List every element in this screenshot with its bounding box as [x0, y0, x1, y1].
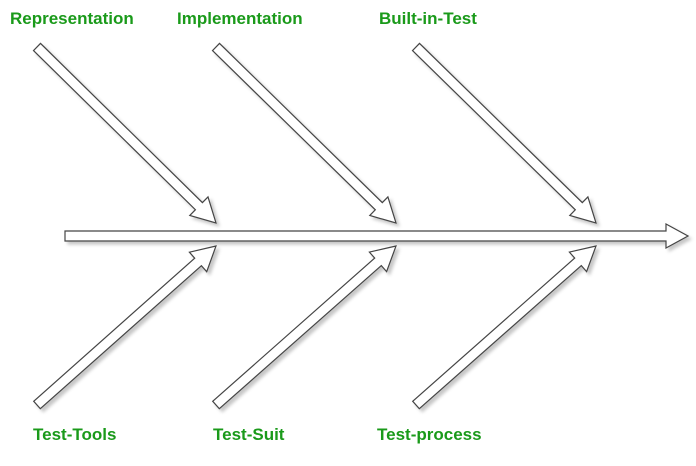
arrow-built-in-test [411, 42, 597, 224]
arrow-test-tools [32, 245, 217, 410]
arrow-representation [32, 42, 217, 224]
label-test-suit: Test-Suit [213, 425, 285, 444]
label-built-in-test: Built-in-Test [379, 9, 477, 28]
arrow-test-process [411, 245, 597, 410]
spine-arrow [64, 222, 690, 250]
label-representation: Representation [10, 9, 134, 28]
arrow-implementation [211, 42, 397, 224]
label-test-process: Test-process [377, 425, 482, 444]
label-test-tools: Test-Tools [33, 425, 117, 444]
arrow-test-suit [211, 245, 397, 410]
label-implementation: Implementation [177, 9, 303, 28]
